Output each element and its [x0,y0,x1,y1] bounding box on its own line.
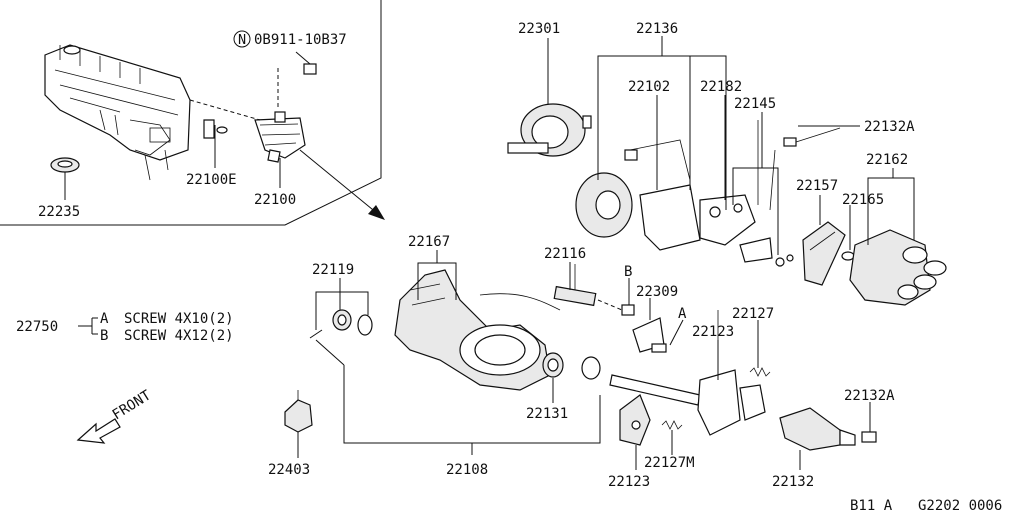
breaker-plate-drawing [575,139,701,251]
label-22182: 22182 [700,79,742,95]
pickup-assembly-drawing [699,120,794,267]
seal-22131-drawing [542,352,564,378]
label-22157: 22157 [796,178,838,194]
label-22309: 22309 [636,284,678,300]
label-22100e: 22100E [186,172,237,188]
label-22301: 22301 [518,21,560,37]
inset-leader-dash [189,99,261,121]
bolt-0b911-drawing [303,63,317,75]
label-22131: 22131 [526,406,568,422]
label-22235: 22235 [38,204,80,220]
screw-b-text: SCREW 4X12(2) [124,328,234,344]
label-22127: 22127 [732,306,774,322]
spring-22127-drawing [749,367,771,377]
leader-dash-b [597,299,623,311]
distributor-cap-22162-drawing [849,229,947,306]
label-22165: 22165 [842,192,884,208]
label-22750: 22750 [16,319,58,335]
label-22136: 22136 [636,21,678,37]
governor-weight-22123-drawing [619,394,651,446]
screw-a-letter: A [100,311,109,327]
label-22145: 22145 [734,96,776,112]
label-front: FRONT [110,387,155,423]
label-22132a-top: 22132A [864,119,915,135]
housing-22167-drawing [394,269,561,391]
label-22127m: 22127M [644,455,695,471]
screw-22132a-top-drawing [783,127,841,147]
diagram-code-left: B11 A [850,498,893,512]
nut-symbol-circle [233,30,251,48]
label-a-top: A [678,306,687,322]
inset-distributor-drawing [203,111,306,163]
carbon-point-22165-drawing [841,251,855,261]
diagram-code-right: G2202 0006 [918,498,1002,512]
label-22167: 22167 [408,234,450,250]
screw-b-letter: B [100,328,108,344]
condenser-22116-drawing [553,264,597,307]
inset-frame [0,0,382,226]
screw-22132a-bottom-drawing [861,431,877,443]
engine-block-drawing [44,44,191,181]
label-22132a-bottom: 22132A [844,388,895,404]
label-22123-bottom: 22123 [608,474,650,490]
front-arrow-icon [76,418,121,444]
clamp-22403-drawing [284,390,313,433]
label-22403: 22403 [268,462,310,478]
gasket-22235-drawing [50,157,80,173]
leader-lines [64,36,915,470]
label-22132: 22132 [772,474,814,490]
screw-a-text: SCREW 4X10(2) [124,311,234,327]
view-arrow [299,149,385,220]
label-22116: 22116 [544,246,586,262]
label-22119: 22119 [312,262,354,278]
label-22108: 22108 [446,462,488,478]
spring-22127m-drawing [661,420,683,430]
nut-symbol-letter: N [238,32,246,48]
pin-collar-22119-drawing [309,309,373,339]
washer-drawing [581,356,601,380]
label-b-top: B [624,264,632,280]
shaft-22123-drawing [609,310,766,436]
screw-b-drawing [621,304,635,316]
shaft-22132-drawing [779,407,856,451]
callout-0b911: N 0B911-10B37 [233,30,347,48]
vacuum-unit-22301-drawing [507,40,592,157]
label-22100: 22100 [254,192,296,208]
label-22102: 22102 [628,79,670,95]
rotor-22157-drawing [802,221,846,286]
label-22162: 22162 [866,152,908,168]
label-22123-top: 22123 [692,324,734,340]
label-0b911-10b37: 0B911-10B37 [254,32,347,48]
bracket-22309-drawing [632,317,667,353]
screw-legend: 22750 A SCREW 4X10(2) B SCREW 4X12(2) [16,311,234,344]
